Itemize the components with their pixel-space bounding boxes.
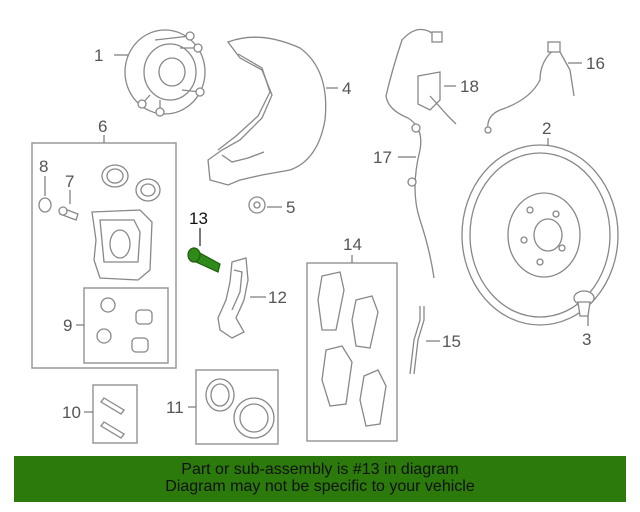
bleeder-screw <box>58 206 79 221</box>
notice-line-2: Diagram may not be specific to your vehi… <box>165 478 475 495</box>
caliper-bracket <box>217 257 249 339</box>
caliper-body <box>91 209 153 281</box>
piston-seals <box>205 378 275 439</box>
callout-1: 1 <box>94 46 103 65</box>
callout-10: 10 <box>62 403 81 422</box>
abs-sensor-harness <box>385 28 443 279</box>
callout-14: 14 <box>343 235 362 254</box>
caliper-bolt-highlighted <box>187 247 221 273</box>
shield-nut <box>248 196 266 214</box>
callout-15: 15 <box>442 332 461 351</box>
pad-wear-clip <box>409 306 425 375</box>
splash-shield <box>207 36 327 186</box>
callout-3: 3 <box>582 330 591 349</box>
callout-5: 5 <box>286 198 295 217</box>
callout-2: 2 <box>542 119 551 138</box>
callout-8: 8 <box>39 157 48 176</box>
notice-line-1: Part or sub-assembly is #13 in diagram <box>181 461 459 478</box>
callout-18: 18 <box>460 77 479 96</box>
callout-11: 11 <box>166 398 184 417</box>
callout-9: 9 <box>63 316 72 335</box>
sensor-bracket <box>417 71 457 125</box>
rotor-screw <box>573 290 595 317</box>
callout-4: 4 <box>342 79 351 98</box>
guide-bushings <box>96 297 153 353</box>
notice-banner: Part or sub-assembly is #13 in diagram D… <box>14 456 626 502</box>
seal-cap <box>38 197 52 213</box>
wheel-hub <box>124 29 206 117</box>
callout-17: 17 <box>373 148 392 167</box>
wheel-speed-sensor <box>484 41 575 134</box>
callout-13: 13 <box>189 209 208 228</box>
brake-pads <box>317 271 387 427</box>
brake-rotor <box>461 144 619 326</box>
callout-6: 6 <box>98 117 107 136</box>
callout-12: 12 <box>268 288 287 307</box>
callout-7: 7 <box>65 172 74 191</box>
bushing-box <box>83 287 169 364</box>
caliper-pistons <box>101 164 161 202</box>
brake-assembly-diagram: 1 4 5 6 8 7 9 <box>31 28 619 445</box>
guide-pin-box <box>92 384 138 444</box>
callout-16: 16 <box>586 54 605 73</box>
guide-pins <box>100 397 125 439</box>
